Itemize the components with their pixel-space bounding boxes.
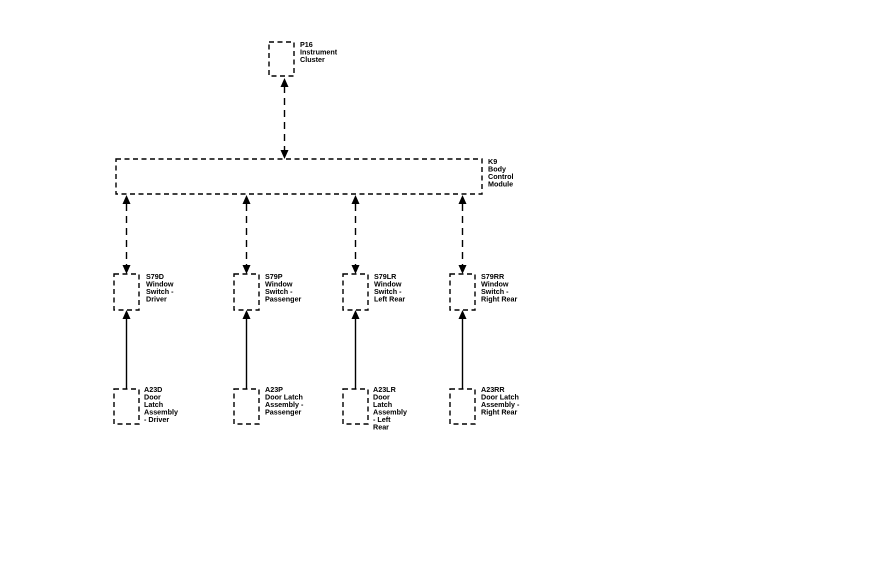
module-s79rr-window-switch-right-rear: S79RR Window Switch - Right Rear xyxy=(449,272,518,311)
arrow-up xyxy=(351,195,360,204)
link-k9-s79p xyxy=(242,195,251,274)
module-s79rr-box xyxy=(449,273,476,311)
link-a23rr-s79rr xyxy=(458,310,467,389)
module-s79p-label: S79P Window Switch - Passenger xyxy=(265,272,302,304)
module-a23d-box xyxy=(113,388,140,425)
arrow-up xyxy=(242,310,251,319)
arrow-down xyxy=(458,265,467,274)
module-a23p-box xyxy=(233,388,260,425)
link-a23d-s79d xyxy=(122,310,131,389)
arrow-up xyxy=(458,310,467,319)
module-a23lr-box xyxy=(342,388,369,425)
arrow-up xyxy=(122,195,131,204)
arrow-up xyxy=(458,195,467,204)
link-a23lr-s79lr xyxy=(351,310,360,389)
arrow-up xyxy=(122,310,131,319)
module-a23p-label: A23P Door Latch Assembly - Passenger xyxy=(265,385,305,417)
module-s79p-window-switch-passenger: S79P Window Switch - Passenger xyxy=(233,272,302,311)
arrow-up xyxy=(351,310,360,319)
module-s79d-label: S79D Window Switch - Driver xyxy=(146,272,176,304)
link-p16-k9 xyxy=(280,78,289,159)
module-a23d-label: A23D Door Latch Assembly - Driver xyxy=(144,385,180,424)
module-a23lr-label: A23LR Door Latch Assembly - Left Rear xyxy=(373,385,409,432)
module-p16-instrument-cluster: P16 Instrument Cluster xyxy=(268,40,339,77)
module-a23rr-box xyxy=(449,388,476,425)
arrow-up xyxy=(242,195,251,204)
module-k9-body-control-module: K9 Body Control Module xyxy=(115,157,516,195)
module-p16-box xyxy=(268,41,295,77)
module-s79p-box xyxy=(233,273,260,311)
module-a23p-door-latch-passenger: A23P Door Latch Assembly - Passenger xyxy=(233,385,305,425)
module-s79lr-box xyxy=(342,273,369,311)
link-k9-s79d xyxy=(122,195,131,274)
module-s79d-window-switch-driver: S79D Window Switch - Driver xyxy=(113,272,176,311)
module-k9-box xyxy=(115,158,483,195)
module-a23rr-label: A23RR Door Latch Assembly - Right Rear xyxy=(481,385,521,417)
arrow-down xyxy=(351,265,360,274)
module-s79lr-window-switch-left-rear: S79LR Window Switch - Left Rear xyxy=(342,272,405,311)
arrow-down xyxy=(242,265,251,274)
module-a23lr-door-latch-left-rear: A23LR Door Latch Assembly - Left Rear xyxy=(342,385,409,432)
arrow-down xyxy=(122,265,131,274)
link-k9-s79lr xyxy=(351,195,360,274)
module-a23d-door-latch-driver: A23D Door Latch Assembly - Driver xyxy=(113,385,180,425)
module-s79d-box xyxy=(113,273,140,311)
module-p16-label: P16 Instrument Cluster xyxy=(300,40,339,64)
link-k9-s79rr xyxy=(458,195,467,274)
arrow-up xyxy=(280,78,289,87)
module-s79rr-label: S79RR Window Switch - Right Rear xyxy=(481,272,518,304)
link-a23p-s79p xyxy=(242,310,251,389)
module-k9-label: K9 Body Control Module xyxy=(488,157,516,189)
module-s79lr-label: S79LR Window Switch - Left Rear xyxy=(374,272,405,304)
arrow-down xyxy=(280,150,289,159)
module-a23rr-door-latch-right-rear: A23RR Door Latch Assembly - Right Rear xyxy=(449,385,521,425)
